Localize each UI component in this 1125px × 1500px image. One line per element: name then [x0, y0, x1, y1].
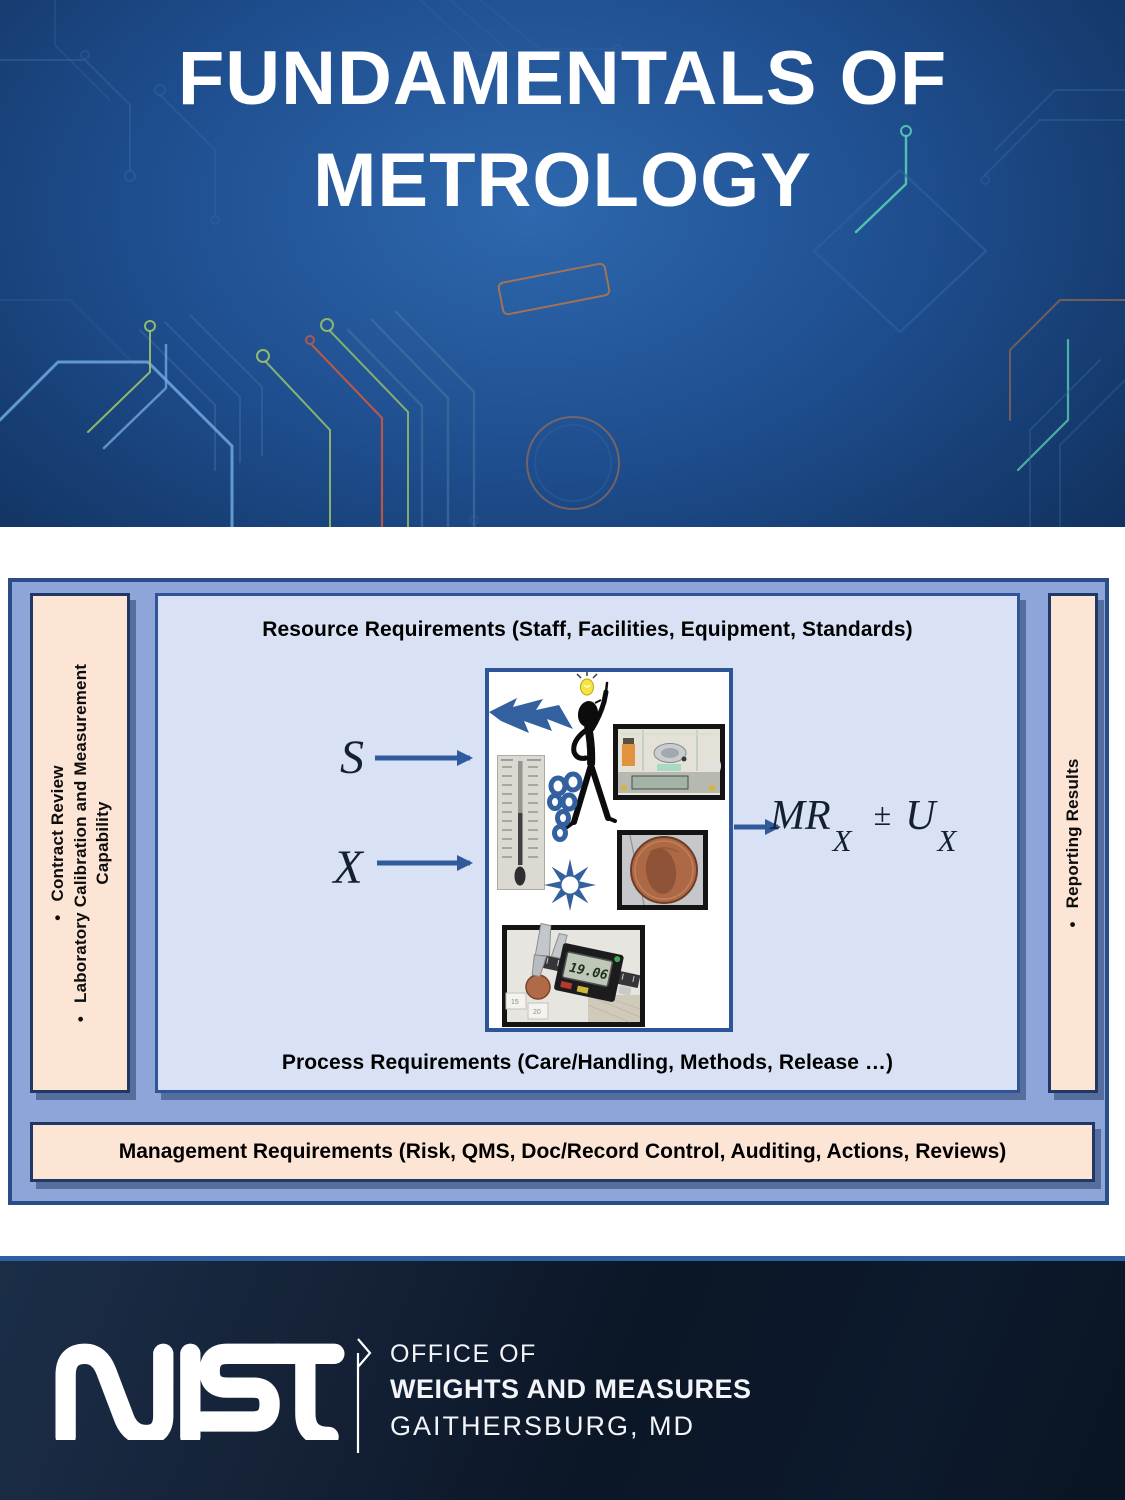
office-location: GAITHERSBURG, MD	[390, 1411, 696, 1441]
list-item-label: Laboratory Calibration and Measurement C…	[70, 663, 112, 1004]
star-icon	[544, 859, 596, 911]
standard-input-label: S	[340, 731, 364, 784]
idea-person-icon	[565, 672, 617, 829]
sidebar-right-text: • Reporting Results	[1062, 604, 1084, 1082]
caliper-photo: 15 20 19.06	[502, 922, 645, 1027]
nist-logo-art	[55, 1343, 345, 1448]
list-item: • Laboratory Calibration and Measurement …	[70, 643, 114, 1043]
measurement-result-formula: MRX±UX	[770, 792, 956, 858]
measurement-illustration: 15 20 19.06	[485, 668, 733, 1032]
list-item-label: Contract Review	[47, 765, 67, 902]
formula-u: U	[905, 793, 936, 839]
formula-u-subscript: X	[937, 823, 957, 858]
penny-photo	[617, 830, 708, 910]
process-requirements-label: Process Requirements (Care/Handling, Met…	[281, 1051, 894, 1074]
technical-requirements-panel: Resource Requirements (Staff, Facilities…	[155, 593, 1020, 1093]
formula-mr: MR	[770, 793, 831, 839]
tile-label: 15	[511, 999, 519, 1006]
office-line2: WEIGHTS AND MEASURES	[390, 1374, 752, 1404]
gears-icon	[547, 771, 583, 842]
management-requirements-bar: Management Requirements (Risk, QMS, Doc/…	[30, 1122, 1095, 1182]
unknown-input-label: X	[333, 841, 363, 894]
bullet: •	[47, 914, 67, 921]
formula-mr-subscript: X	[832, 823, 852, 858]
page-title: FUNDAMENTALS OF METROLOGY	[0, 28, 1125, 232]
sidebar-left-text: •Contract Review •Laboratory Calibration…	[47, 604, 113, 1082]
lightning-bolt-icon	[489, 698, 573, 733]
divider-chevron-icon	[352, 1337, 378, 1460]
resource-requirements-label: Resource Requirements (Staff, Facilities…	[262, 618, 913, 641]
reporting-results-sidebar: • Reporting Results	[1048, 593, 1098, 1093]
contract-review-sidebar: •Contract Review •Laboratory Calibration…	[30, 593, 130, 1093]
title-banner: FUNDAMENTALS OF METROLOGY	[0, 0, 1125, 527]
list-item-label: Reporting Results	[1063, 758, 1083, 909]
quality-system-diagram: •Contract Review •Laboratory Calibration…	[8, 578, 1109, 1205]
office-line1: OFFICE OF	[390, 1340, 537, 1368]
formula-plus-minus: ±	[873, 796, 892, 832]
balance-photo	[613, 724, 725, 800]
footer: OFFICE OF WEIGHTS AND MEASURES GAITHERSB…	[0, 1256, 1125, 1500]
bullet: •	[1063, 921, 1083, 928]
page-title-line2: METROLOGY	[313, 138, 812, 223]
page-title-line1: FUNDAMENTALS OF	[177, 36, 948, 121]
nist-logo	[55, 1343, 345, 1448]
measurement-illustration-art: 15 20 19.06	[489, 672, 725, 1027]
office-block: OFFICE OF WEIGHTS AND MEASURES GAITHERSB…	[390, 1339, 752, 1442]
list-item: • Contract Review	[47, 604, 69, 1082]
list-item: • Reporting Results	[1062, 604, 1084, 1082]
tile-label: 20	[533, 1009, 541, 1016]
bullet: •	[70, 1016, 90, 1023]
circuit-board-background	[0, 0, 1125, 527]
thermometer-photo	[497, 755, 545, 890]
